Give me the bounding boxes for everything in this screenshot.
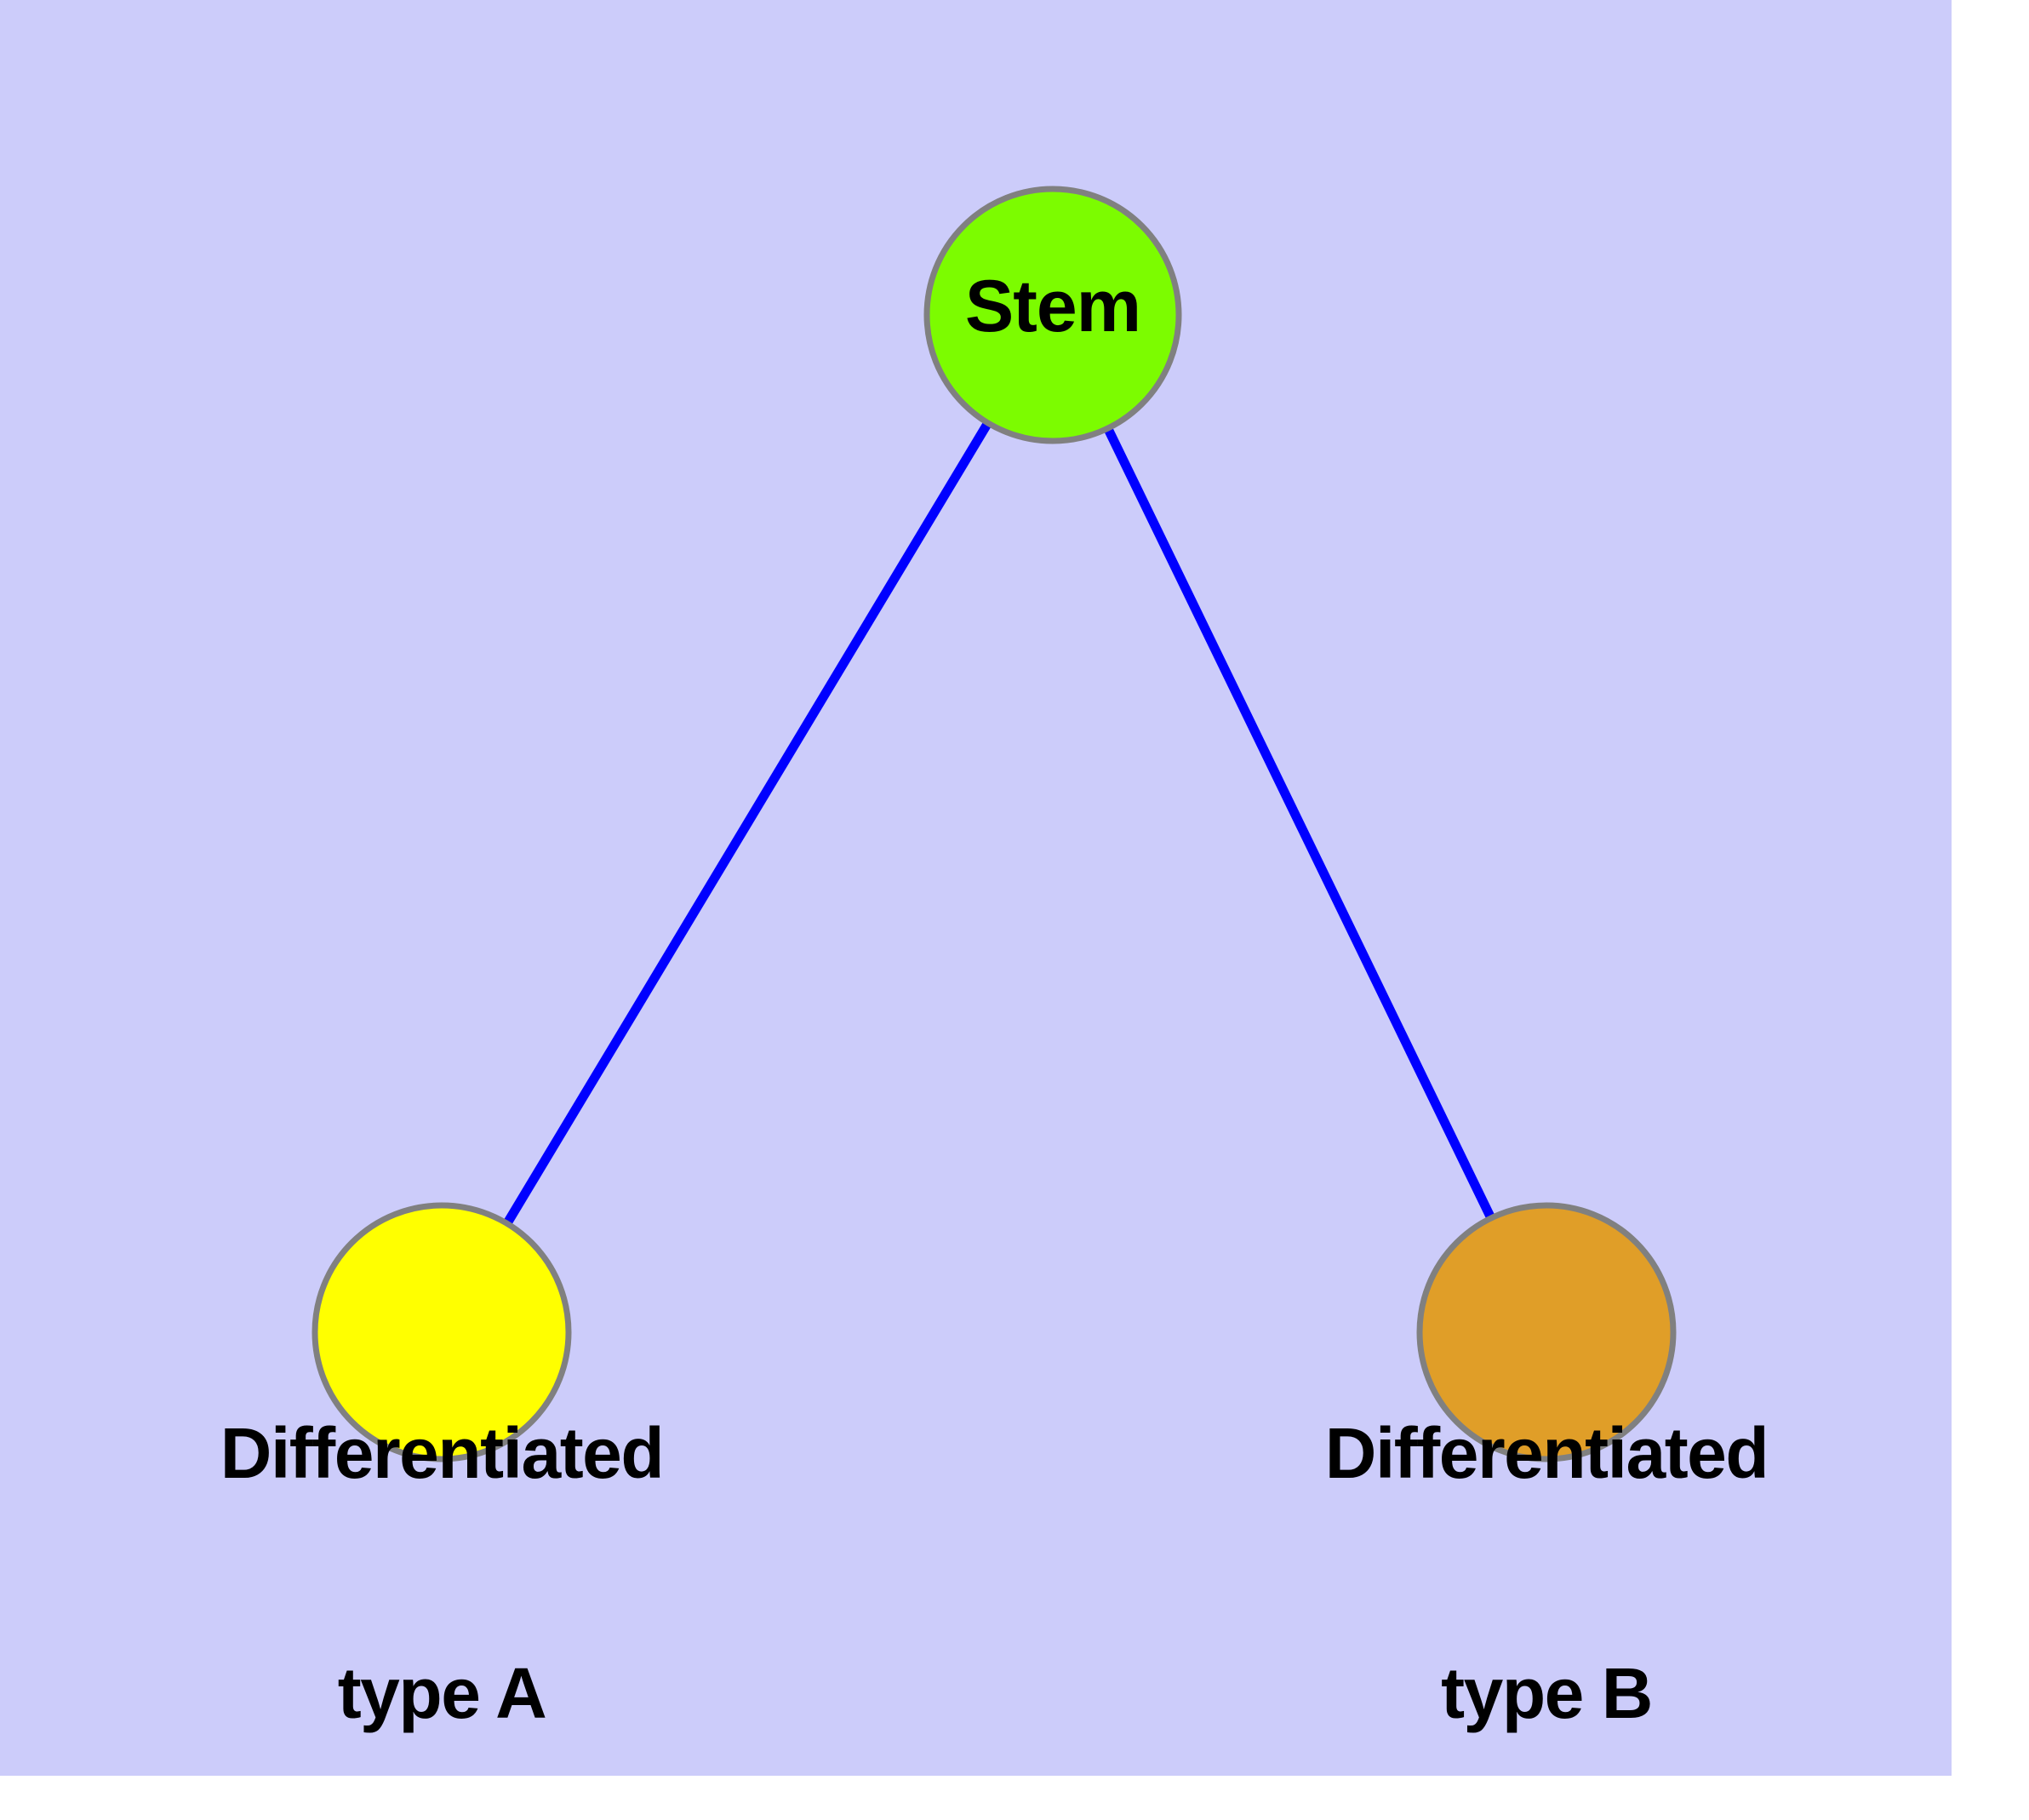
edge-layer xyxy=(437,312,1551,1335)
edge-stem-to-differentiated-type-a xyxy=(437,312,1057,1335)
node-differentiated-type-b[interactable] xyxy=(1416,1202,1677,1462)
edge-stem-to-differentiated-type-b xyxy=(1049,312,1551,1335)
node-stem[interactable] xyxy=(923,186,1182,444)
node-layer xyxy=(311,186,1677,1462)
node-differentiated-type-a[interactable] xyxy=(311,1202,572,1462)
